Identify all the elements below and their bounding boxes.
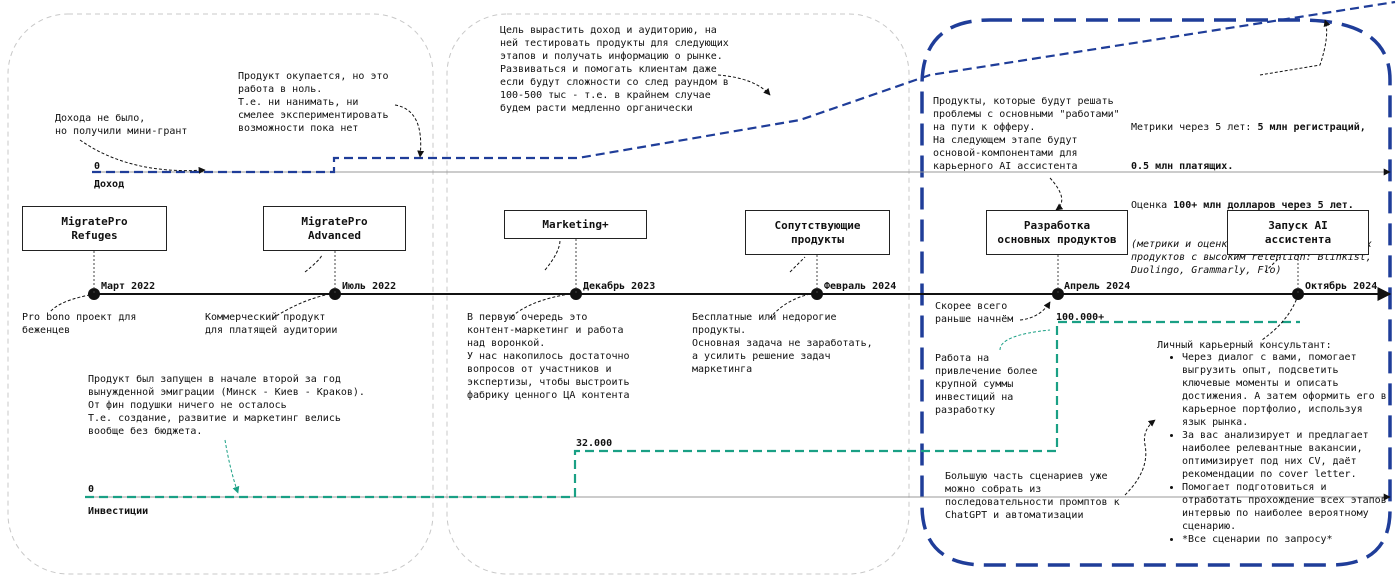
desc-migratepro-refuges: Pro bono проект для беженцев <box>22 312 137 336</box>
milestone-dot <box>329 288 341 300</box>
phase-frame-2 <box>446 13 910 575</box>
desc-core-products: Скорее всего раньше начнём <box>935 301 1014 325</box>
metrics-valuation: 100+ млн долларов через 5 лет. <box>1173 200 1354 211</box>
milestone-box-related-products: Сопутствующие продукты <box>745 210 890 255</box>
investment-level-100000: 100.000+ <box>1056 312 1105 323</box>
investment-line <box>85 320 1300 499</box>
milestone-box-ai-assistant: Запуск AI ассистента <box>1227 210 1369 255</box>
phase-frame-1 <box>7 13 434 575</box>
metrics-registrations: 5 млн регистраций, <box>1257 122 1366 133</box>
ai-point: Помогает подготовиться и отработать прох… <box>1182 481 1392 533</box>
milestone-box-marketing-plus: Marketing+ <box>504 210 647 239</box>
milestone-box-migratepro-refuges: MigratePro Refuges <box>22 206 167 251</box>
milestone-dot <box>1052 288 1064 300</box>
date-july-2022: Июль 2022 <box>342 281 397 292</box>
ai-point: За вас анализирует и предлагает наиболее… <box>1182 429 1392 481</box>
metrics-block: Метрики через 5 лет: 5 млн регистраций, … <box>1131 95 1372 290</box>
desc-marketing-plus: В первую очередь это контент-маркетинг и… <box>467 312 630 401</box>
metrics-line1-prefix: Метрики через 5 лет: <box>1131 122 1258 133</box>
note-core-products: Продукты, которые будут решать проблемы … <box>933 96 1120 172</box>
note-investment-raise: Работа на привлечение более крупной сумм… <box>935 353 1038 416</box>
date-december-2023: Декабрь 2023 <box>583 281 656 292</box>
desc-ai-assistant: Личный карьерный консультант: <box>1157 340 1332 351</box>
date-april-2024: Апрель 2024 <box>1064 281 1131 292</box>
milestone-dot <box>570 288 582 300</box>
note-grant: Дохода не было, но получили мини-грант <box>55 113 188 137</box>
income-zero-label: 0 <box>94 161 101 172</box>
milestone-box-core-products: Разработка основных продуктов <box>986 210 1128 255</box>
investment-level-32000: 32.000 <box>576 438 613 449</box>
date-march-2022: Март 2022 <box>101 281 156 292</box>
phase-frame-3 <box>920 18 1392 567</box>
investment-zero-label: 0 <box>88 484 95 495</box>
metrics-line3-prefix: Оценка <box>1131 200 1174 211</box>
note-chatgpt: Большую часть сценариев уже можно собрат… <box>945 471 1120 521</box>
income-line <box>92 0 1396 174</box>
date-february-2024: Февраль 2024 <box>824 281 897 292</box>
ai-point: Через диалог с вами, помогает выгрузить … <box>1182 351 1392 429</box>
milestone-box-migratepro-advanced: MigratePro Advanced <box>263 206 406 251</box>
income-axis-label: Доход <box>94 179 125 190</box>
date-october-2024: Октябрь 2024 <box>1305 281 1378 292</box>
milestone-dot <box>1292 288 1304 300</box>
investment-axis-label: Инвестиции <box>88 506 149 517</box>
milestone-dot <box>811 288 823 300</box>
note-goal: Цель вырастить доход и аудиторию, на ней… <box>500 25 729 114</box>
desc-migratepro-advanced: Коммерческий продукт для платящей аудито… <box>205 312 338 336</box>
ai-point: *Все сценарии по запросу* <box>1182 533 1392 546</box>
ai-assistant-points: Через диалог с вами, помогает выгрузить … <box>1168 351 1392 546</box>
note-payback: Продукт окупается, но это работа в ноль.… <box>238 71 389 134</box>
desc-related-products: Бесплатные или недорогие продукты. Основ… <box>692 312 873 375</box>
metrics-paying: 0.5 млн платящих. <box>1131 161 1234 172</box>
note-investment-start: Продукт был запущен в начале второй за г… <box>88 374 365 437</box>
